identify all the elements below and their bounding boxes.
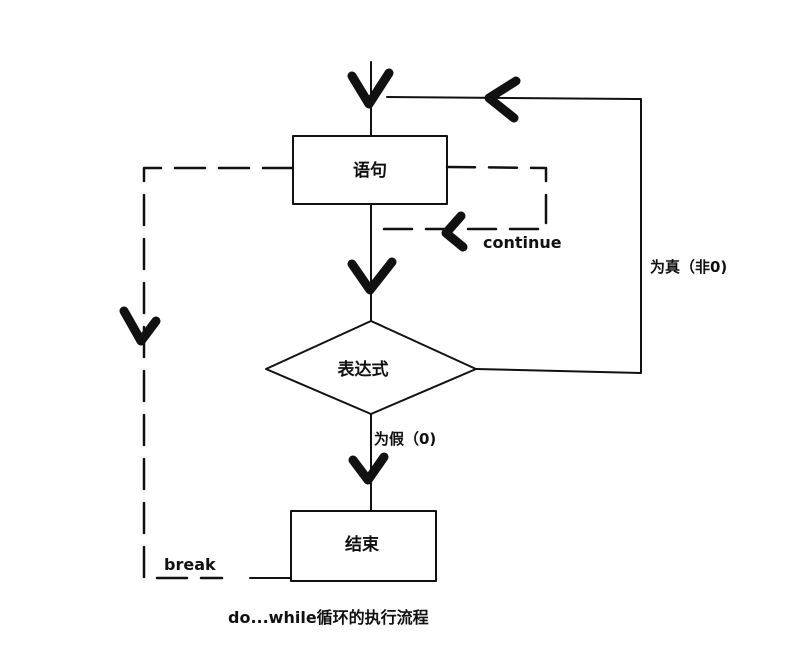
arrowheads bbox=[119, 68, 521, 485]
end-box bbox=[290, 510, 437, 582]
loop-left-arrow-icon bbox=[484, 76, 521, 123]
false-down-arrow-icon bbox=[348, 452, 389, 485]
statement-label: 语句 bbox=[353, 160, 387, 181]
break-dashed-line bbox=[142, 166, 295, 580]
statement-down-arrow-icon bbox=[347, 257, 397, 295]
continue-label: continue bbox=[483, 233, 562, 252]
break-label: break bbox=[164, 555, 216, 574]
expression-label: 表达式 bbox=[338, 359, 389, 380]
statement-box bbox=[292, 135, 448, 205]
false-branch-label: 为假（0) bbox=[374, 430, 436, 448]
entry-down-arrow-icon bbox=[347, 68, 394, 109]
true-loop-back-line bbox=[386, 96, 642, 374]
continue-left-arrow-icon bbox=[441, 211, 468, 252]
continue-dashed-line bbox=[370, 165, 548, 231]
end-label: 结束 bbox=[345, 534, 379, 555]
break-down-arrow-icon bbox=[119, 306, 161, 346]
diagram-caption: do...while循环的执行流程 bbox=[228, 608, 429, 627]
true-branch-label: 为真（非0) bbox=[650, 258, 727, 276]
expression-diamond bbox=[265, 320, 477, 415]
